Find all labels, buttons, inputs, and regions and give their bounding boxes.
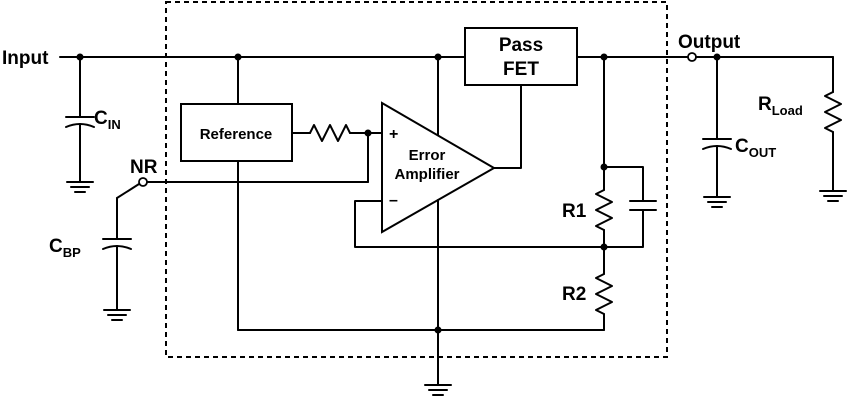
- cbp-label: CBP: [49, 236, 81, 260]
- amp-output-wire: [493, 84, 522, 169]
- error-amp-label-line1: Error: [409, 147, 446, 164]
- rload-resistor: [824, 56, 842, 192]
- cout-label-sub: OUT: [749, 145, 777, 160]
- ground-icon: [819, 190, 847, 202]
- pass-fet: [464, 27, 578, 86]
- reference-block: [180, 103, 293, 162]
- nr-terminal: [138, 177, 148, 187]
- pass-fet-label-line2: FET: [503, 59, 539, 80]
- output-terminal: [687, 52, 697, 62]
- cin-label-main: C: [94, 108, 108, 129]
- r1-resistor-icon: [595, 189, 613, 231]
- cbp-label-main: C: [49, 236, 63, 257]
- nr-label: NR: [130, 157, 158, 178]
- ground-icon: [703, 196, 731, 208]
- r2-label: R2: [562, 284, 586, 305]
- cout-label-main: C: [735, 136, 749, 157]
- output-label: Output: [678, 32, 741, 53]
- junction-ground: [434, 326, 442, 334]
- rload-label: RLoad: [758, 94, 803, 118]
- filter-resistor-icon: [309, 124, 351, 142]
- input-label: Input: [2, 48, 49, 69]
- r2-resistor-icon: [595, 273, 613, 315]
- ground-icon: [66, 181, 94, 193]
- cin-label: CIN: [94, 108, 121, 132]
- rload-label-sub: Load: [772, 103, 803, 118]
- cin-capacitor: [65, 56, 95, 183]
- feedback-wire: [354, 200, 605, 248]
- ic-boundary: [165, 1, 668, 358]
- cbp-wire: [116, 183, 140, 199]
- r1-label: R1: [562, 201, 587, 222]
- feedforward-capacitor: [603, 166, 657, 248]
- cout-label: COUT: [735, 136, 776, 160]
- ground-icon: [103, 309, 131, 321]
- pass-fet-label-line1: Pass: [499, 35, 543, 56]
- cin-label-sub: IN: [108, 117, 121, 132]
- rload-label-main: R: [758, 94, 772, 115]
- plus-sign: +: [389, 126, 398, 143]
- ground-icon: [424, 384, 452, 396]
- cout-capacitor: [702, 56, 732, 198]
- error-amp-label-line2: Amplifier: [394, 166, 459, 183]
- minus-sign: –: [389, 192, 398, 209]
- reference-label: Reference: [200, 126, 273, 143]
- cbp-capacitor: [102, 238, 132, 311]
- cbp-label-sub: BP: [63, 245, 81, 260]
